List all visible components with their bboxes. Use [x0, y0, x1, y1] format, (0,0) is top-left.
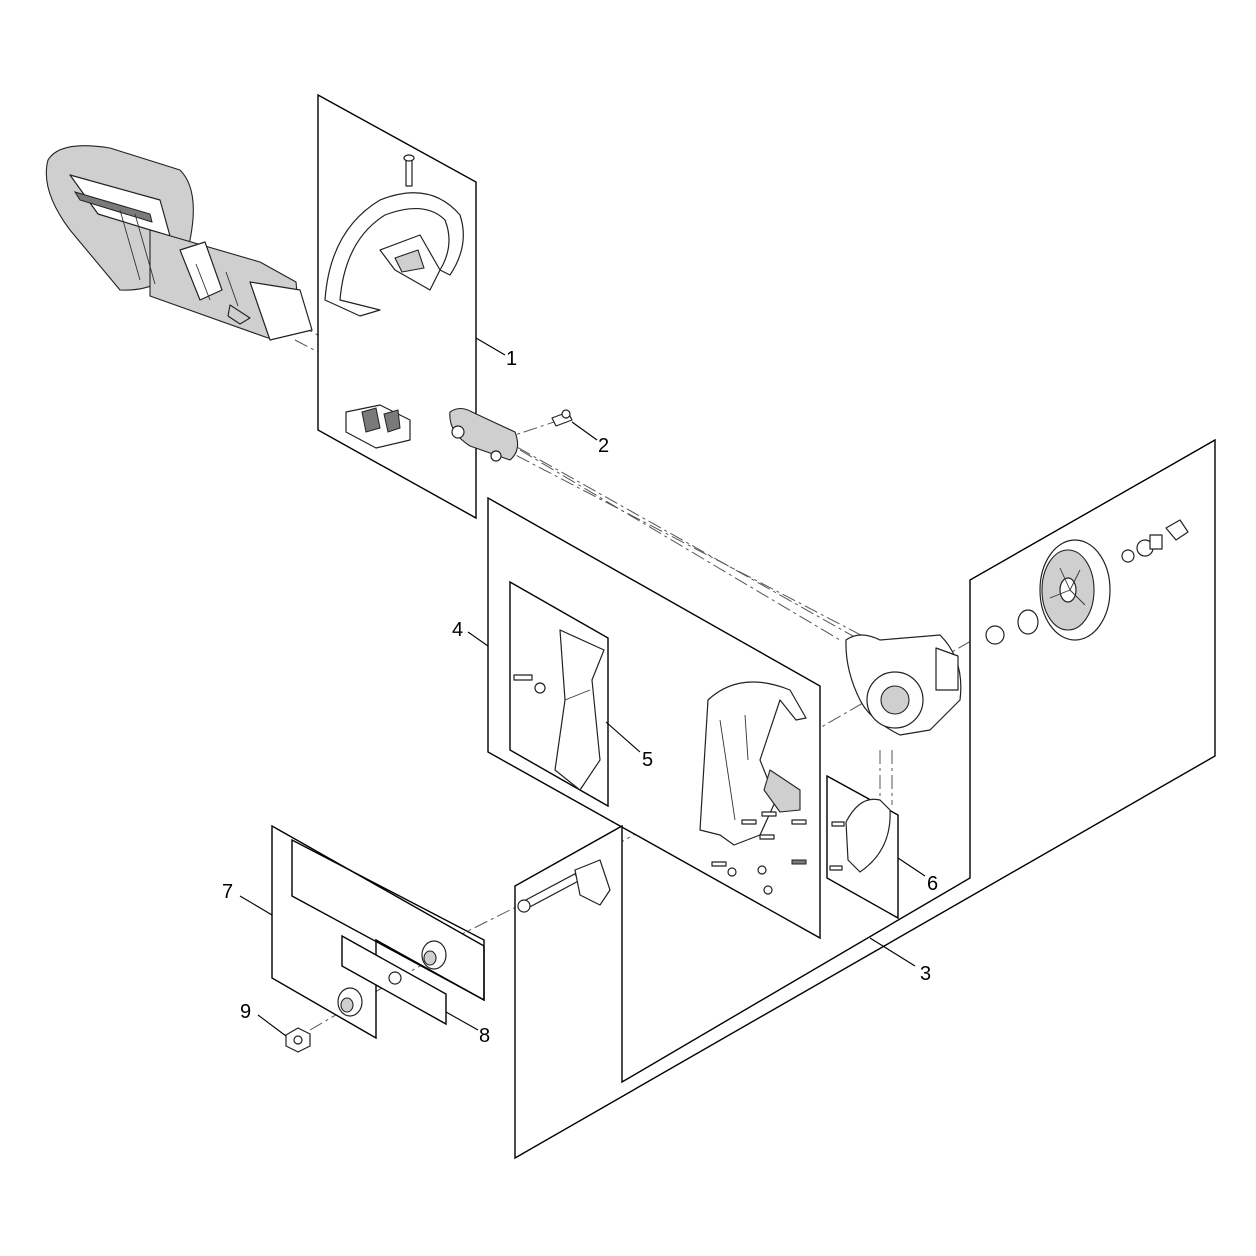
callout-labels: 1 2 3 4 5 6 7 8 9 [222, 348, 938, 1047]
spacer-upper [421, 940, 447, 970]
guard-fasteners [711, 811, 807, 895]
callout-6: 6 [927, 873, 938, 895]
callout-8: 8 [479, 1025, 490, 1047]
handle-screw [403, 154, 415, 187]
callout-5: 5 [642, 749, 653, 771]
panel-7-blade-kit [271, 824, 485, 1040]
screw-part-2 [551, 409, 573, 427]
panel-6-shield [826, 774, 899, 920]
handle-clamp [345, 404, 411, 449]
wheel-assembly [985, 519, 1189, 645]
shaft-coupler [449, 407, 519, 462]
guide-shoe [574, 859, 611, 906]
trimmer-powerhead [45, 145, 313, 341]
callout-7: 7 [222, 881, 233, 903]
callout-2: 2 [598, 435, 609, 457]
panel-3-main-assembly [514, 438, 1216, 1160]
deflector-screw-washer [513, 674, 546, 694]
callout-9: 9 [240, 1001, 251, 1023]
panel-5-deflector [509, 580, 609, 808]
panel-1-handle-kit [317, 93, 477, 520]
nut-part-9 [285, 1027, 311, 1053]
gearbox-head [845, 634, 962, 736]
spacer-lower [337, 987, 363, 1017]
loop-handle [324, 192, 464, 317]
panel-8-blade [291, 838, 485, 1026]
deflector-plate [554, 629, 605, 791]
leader-lines [239, 337, 926, 1037]
callout-4: 4 [452, 619, 463, 641]
callout-3: 3 [920, 963, 931, 985]
edger-guard [699, 681, 807, 846]
callout-1: 1 [506, 348, 517, 370]
